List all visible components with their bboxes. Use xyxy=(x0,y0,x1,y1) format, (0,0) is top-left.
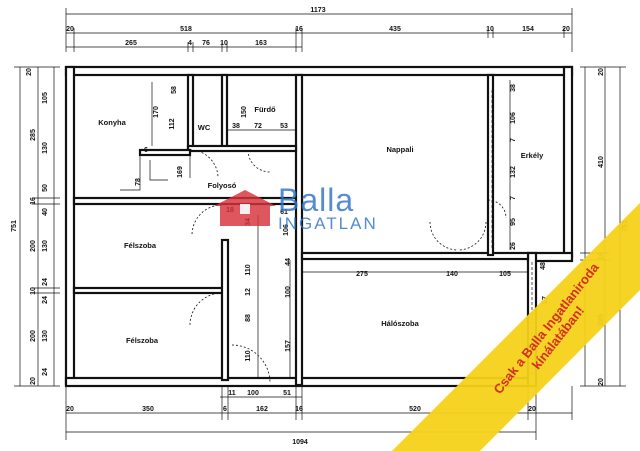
dim-left2-3: 40 xyxy=(42,208,49,216)
dim-inner-22: 140 xyxy=(446,271,458,278)
dim-bottom-5: 520 xyxy=(409,406,421,413)
dim-bottom2-1: 100 xyxy=(247,390,259,397)
house-logo-icon xyxy=(214,190,276,226)
dim-total-left: 751 xyxy=(11,220,18,232)
dim-left2-0: 105 xyxy=(42,92,49,104)
dim-inner-9: 150 xyxy=(241,106,248,118)
dim-inner-8: 53 xyxy=(280,123,288,130)
dim-left-5: 200 xyxy=(30,330,37,342)
dim-inner-20: 157 xyxy=(285,340,292,352)
room-label-wc: WC xyxy=(198,123,211,132)
dim-inner-12: 61 xyxy=(280,209,288,216)
room-label-felszoba-2: Félszoba xyxy=(126,336,159,345)
dim-top2-2: 76 xyxy=(202,40,210,47)
dim-inner-24: 38 xyxy=(510,84,517,92)
dim-top-0: 20 xyxy=(66,26,74,33)
room-label-konyha: Konyha xyxy=(98,118,126,127)
dim-inner-30: 26 xyxy=(510,242,517,250)
room-label-furdo: Fürdő xyxy=(254,105,276,114)
dim-bottom-4: 16 xyxy=(295,406,303,413)
dim-total-bottom: 1094 xyxy=(292,439,308,446)
dim-left2-2: 50 xyxy=(42,184,49,192)
dim-top-2: 16 xyxy=(295,26,303,33)
dim-left2-8: 24 xyxy=(42,368,49,376)
dim-left-6: 20 xyxy=(30,377,37,385)
dim-inner-14: 110 xyxy=(245,264,252,275)
dim-left2-7: 130 xyxy=(42,330,49,342)
dim-right-1: 410 xyxy=(598,156,605,168)
dim-inner-15: 44 xyxy=(285,258,292,266)
dim-left2-6: 24 xyxy=(42,296,49,304)
room-label-nappali: Nappali xyxy=(386,145,413,154)
dim-inner-25: 106 xyxy=(510,112,517,124)
dim-left-4: 10 xyxy=(30,287,37,295)
balla-ingatlan-logo: Balla INGATLAN xyxy=(214,182,434,233)
dim-top2-4: 163 xyxy=(255,40,267,47)
dim-inner-13: 106 xyxy=(283,224,290,236)
kitchen-counter xyxy=(120,152,168,191)
dim-left-0: 20 xyxy=(26,68,33,76)
dim-right-0: 20 xyxy=(598,68,605,76)
dim-top-3: 435 xyxy=(389,26,401,33)
dim-bottom-1: 350 xyxy=(142,406,154,413)
dim-inner-28: 7 xyxy=(510,196,517,200)
dim-bottom-0: 20 xyxy=(66,406,74,413)
dim-bottom2-2: 51 xyxy=(283,390,291,397)
promo-banner-background xyxy=(392,203,640,451)
dim-top2-1: 4 xyxy=(188,40,192,47)
interior-walls xyxy=(72,73,530,387)
dim-left-1: 285 xyxy=(30,129,37,141)
dim-top2-0: 265 xyxy=(125,40,137,47)
dim-inner-26: 7 xyxy=(510,138,517,142)
dim-inner-7: 72 xyxy=(254,123,262,130)
room-label-haloszoba: Hálószoba xyxy=(381,319,419,328)
dim-left-2: 16 xyxy=(30,197,37,205)
dim-inner-18: 110 xyxy=(245,350,252,361)
dim-inner-0: 58 xyxy=(171,86,178,94)
dim-bottom-3: 162 xyxy=(256,406,268,413)
dim-total-top: 1173 xyxy=(310,7,325,14)
dim-top-5: 154 xyxy=(522,26,534,33)
dim-inner-6: 38 xyxy=(232,123,240,130)
dim-top2-3: 10 xyxy=(220,40,228,47)
dim-top-1: 518 xyxy=(180,26,192,33)
dim-inner-31: 48 xyxy=(540,262,547,270)
room-label-folyoso: Folyosó xyxy=(208,181,237,190)
dim-inner-29: 95 xyxy=(510,218,517,226)
dim-bottom-2: 6 xyxy=(223,406,227,413)
dim-inner-1: 170 xyxy=(153,106,160,118)
dim-inner-5: 78 xyxy=(135,178,142,186)
dim-inner-19: 100 xyxy=(285,286,292,298)
dim-left2-4: 130 xyxy=(42,240,49,252)
room-label-felszoba-1: Félszoba xyxy=(124,241,157,250)
dim-left2-1: 130 xyxy=(42,142,49,154)
dimension-lines xyxy=(14,8,626,440)
dim-top-4: 10 xyxy=(486,26,494,33)
dim-left2-5: 24 xyxy=(42,278,49,286)
dim-top-6: 20 xyxy=(562,26,570,33)
dim-bottom-6: 20 xyxy=(528,406,536,413)
dim-inner-17: 88 xyxy=(245,314,252,322)
dim-inner-2: 112 xyxy=(169,118,176,129)
dim-inner-4: 6 xyxy=(144,147,148,154)
logo-subtitle: INGATLAN xyxy=(278,214,378,233)
dim-inner-27: 132 xyxy=(510,166,517,178)
dim-left-3: 200 xyxy=(30,240,37,252)
room-label-erkely: Erkély xyxy=(521,151,544,160)
dim-inner-16: 12 xyxy=(245,288,252,296)
dim-inner-3: 169 xyxy=(177,166,184,178)
dim-bottom2-0: 11 xyxy=(228,390,236,397)
dim-right-4: 20 xyxy=(598,378,605,386)
logo-name: Balla xyxy=(278,182,355,218)
dim-inner-23: 105 xyxy=(499,271,511,278)
dim-inner-21: 275 xyxy=(356,271,368,278)
